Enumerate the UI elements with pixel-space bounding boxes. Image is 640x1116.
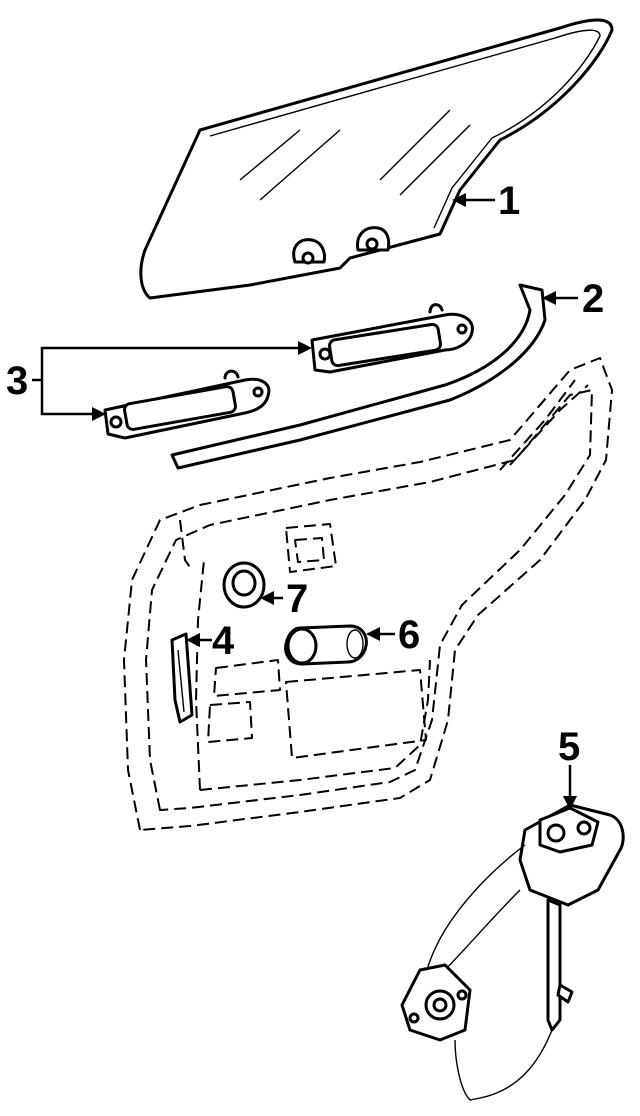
callout-2: 2 [582, 277, 604, 321]
window-regulator [400, 803, 625, 1101]
door-shell-outline [123, 357, 613, 831]
callout-3-leader [32, 341, 312, 421]
callout-2-leader [542, 291, 578, 305]
callout-6-leader [366, 627, 395, 641]
callout-6: 6 [398, 613, 420, 657]
callout-7: 7 [286, 577, 308, 621]
access-hole-plug-large [284, 624, 368, 666]
grommet [222, 561, 266, 609]
glass-run-channel [170, 283, 547, 470]
door-glass [139, 18, 614, 300]
callout-4-leader [186, 633, 212, 647]
callout-3: 3 [6, 359, 28, 403]
callout-5-leader [563, 765, 577, 810]
callout-5: 5 [558, 725, 580, 769]
callout-4: 4 [212, 619, 235, 663]
glass-channel-lower [103, 369, 271, 440]
callout-7-leader [260, 591, 283, 605]
glass-channel-upper [310, 303, 474, 374]
callout-1-leader [452, 193, 495, 207]
door-handle-trim [170, 632, 194, 724]
callout-1: 1 [498, 179, 520, 223]
